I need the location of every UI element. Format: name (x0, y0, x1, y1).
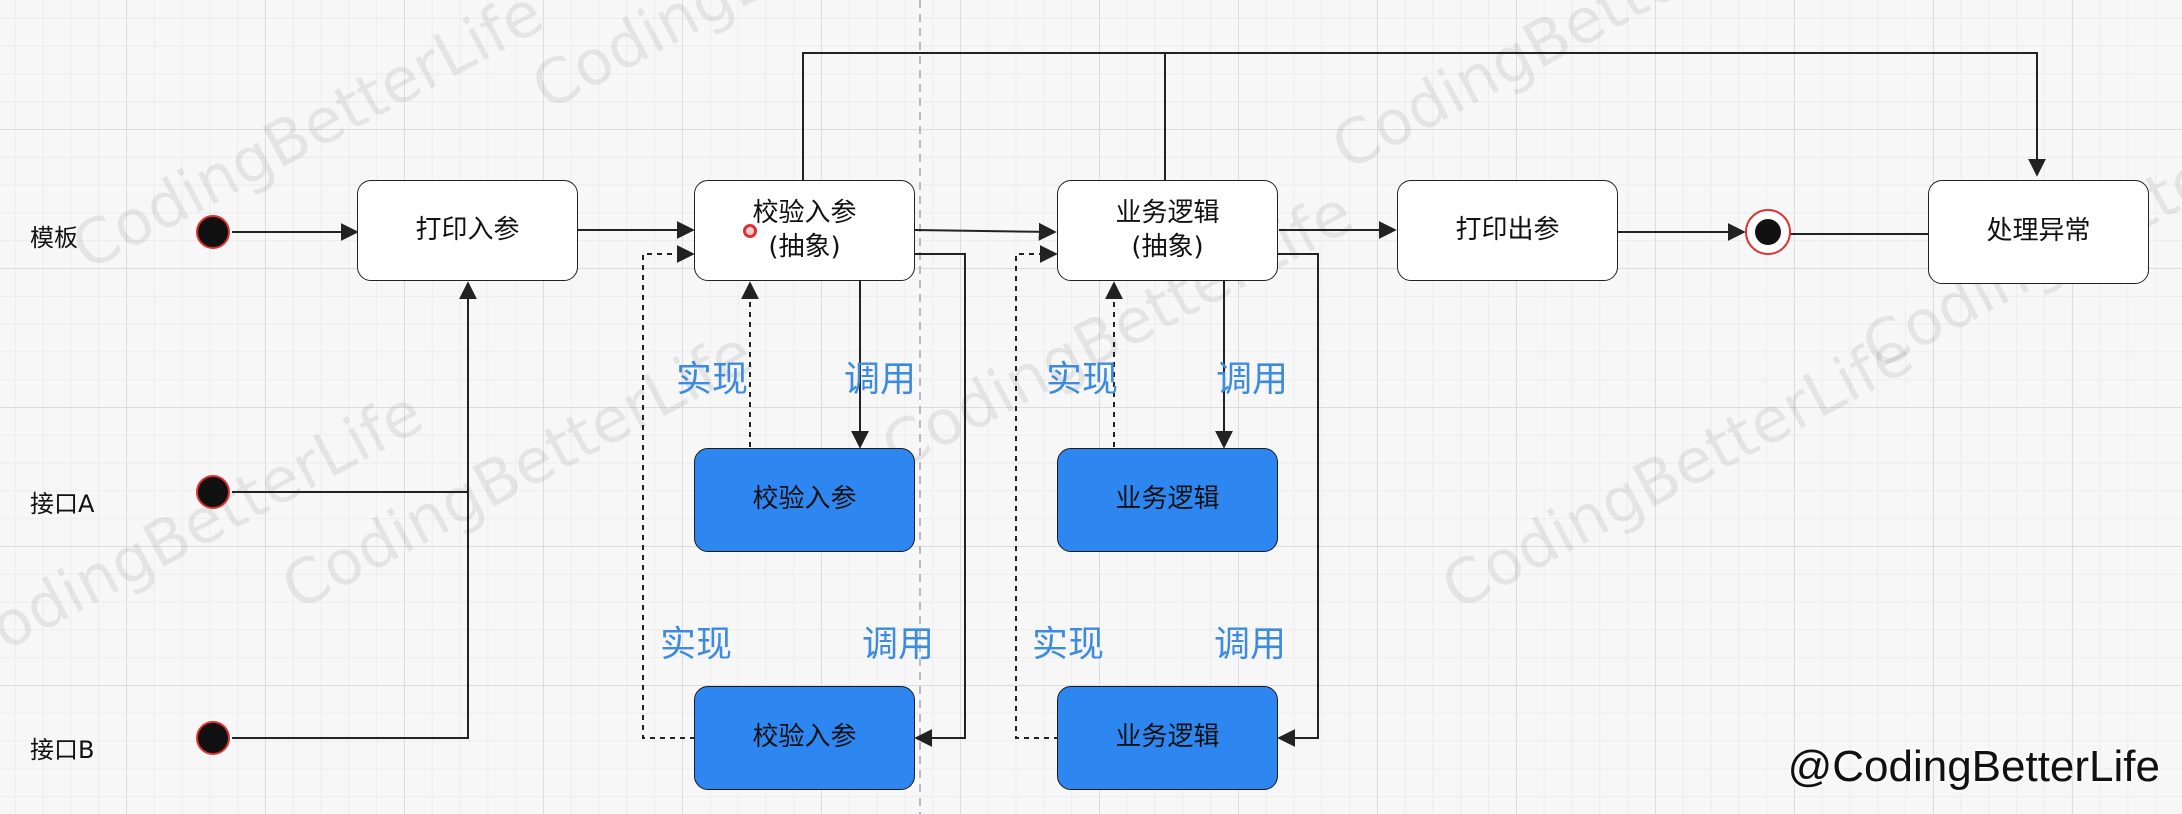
node-label: 业务逻辑 (1115, 484, 1220, 515)
node-label: 校验入参 (752, 197, 857, 228)
label-implement: 实现 (1032, 624, 1105, 665)
label-invoke: 调用 (1216, 359, 1289, 400)
node-validate-impl-1[interactable]: 校验入参 (694, 448, 915, 552)
node-validate-impl-2[interactable]: 校验入参 (694, 686, 915, 790)
edge-validate-implement-2 (642, 245, 695, 739)
node-label: 业务逻辑 (1115, 722, 1220, 753)
edge-exception-loop (802, 52, 2046, 180)
edge-business-invoke-2 (1277, 253, 1319, 747)
node-label: 处理异常 (1986, 216, 2091, 247)
node-label: 打印出参 (1455, 214, 1560, 245)
credit-watermark: @CodingBetterLife (1787, 742, 2160, 791)
start-node-interface-b[interactable] (196, 721, 230, 755)
edge-interface-b (232, 281, 477, 739)
label-invoke: 调用 (862, 624, 935, 665)
label-invoke: 调用 (844, 359, 917, 400)
pointer-cursor (743, 224, 757, 238)
edge-business-implement-2 (1015, 245, 1059, 739)
label-implement: 实现 (660, 624, 733, 665)
node-print-input[interactable]: 打印入参 (357, 180, 578, 281)
start-node-interface-a[interactable] (196, 475, 230, 509)
node-label: 校验入参 (752, 722, 857, 753)
node-label-sub: (抽象) (1131, 231, 1204, 262)
node-print-output[interactable]: 打印出参 (1397, 180, 1618, 281)
node-label: 打印入参 (415, 214, 520, 245)
start-node-template[interactable] (196, 215, 230, 249)
node-handle-exception[interactable]: 处理异常 (1928, 180, 2149, 284)
edge-validate-invoke-2 (913, 253, 966, 747)
side-label-interface-b: 接口B (30, 736, 95, 764)
node-label-sub: (抽象) (768, 231, 841, 262)
node-business-impl-1[interactable]: 业务逻辑 (1057, 448, 1278, 552)
node-business-abstract[interactable]: 业务逻辑 (抽象) (1057, 180, 1278, 281)
label-implement: 实现 (1046, 359, 1119, 400)
node-validate-abstract[interactable]: 校验入参 (抽象) (694, 180, 915, 281)
final-node-core (1755, 219, 1781, 245)
label-implement: 实现 (676, 359, 749, 400)
node-label: 校验入参 (752, 484, 857, 515)
label-invoke: 调用 (1214, 624, 1287, 665)
node-label: 业务逻辑 (1115, 197, 1220, 228)
node-business-impl-2[interactable]: 业务逻辑 (1057, 686, 1278, 790)
edge-validate-business (914, 222, 1057, 241)
side-label-interface-a: 接口A (30, 490, 95, 518)
final-node[interactable] (1745, 209, 1791, 255)
side-label-template: 模板 (30, 224, 78, 252)
